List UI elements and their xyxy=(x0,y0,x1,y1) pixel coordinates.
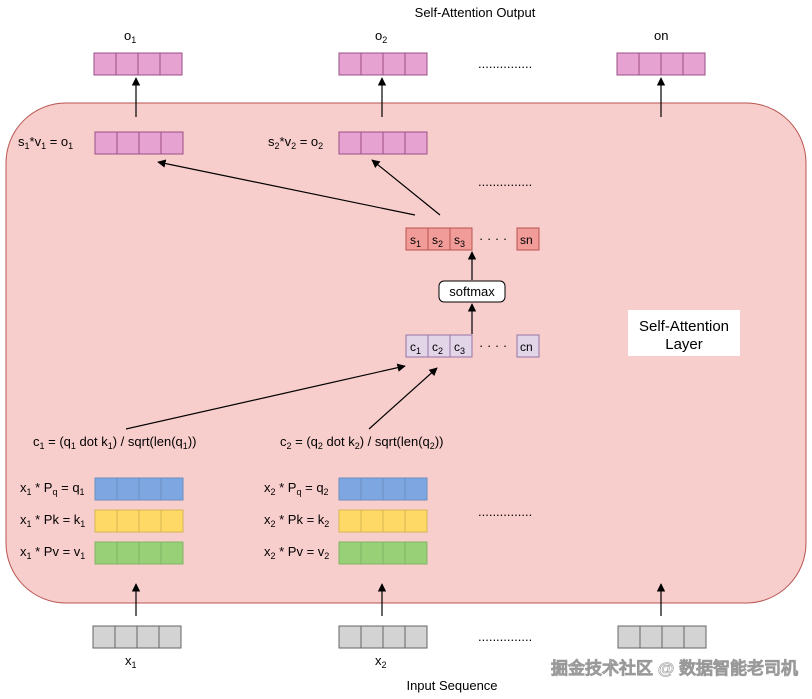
c-cell-2: c2 xyxy=(432,340,443,356)
arrow-s-to-o1 xyxy=(157,159,416,216)
output-vector-on xyxy=(616,52,706,76)
input-label-x2: x2 xyxy=(375,653,387,670)
layer-label-line1: Self-Attention xyxy=(639,318,729,335)
inner-dots-bottom: ............... xyxy=(478,504,532,519)
proj-eq-x1-q: x1 * Pq = q1 xyxy=(20,480,85,497)
key-vector-1 xyxy=(94,509,184,533)
score-cell-s1: s1 xyxy=(410,233,421,249)
value-vector-2 xyxy=(338,541,428,565)
output-label-o2: o2 xyxy=(375,28,387,45)
score-cells-dots: · · · · xyxy=(479,231,507,246)
output-dots: ............... xyxy=(478,56,532,71)
softmax-label: softmax xyxy=(449,284,495,299)
diagram-title: Self-Attention Output xyxy=(415,5,536,20)
input-dots: ............... xyxy=(478,629,532,644)
c-cells-dots: · · · · xyxy=(479,338,507,353)
value-vector-1 xyxy=(94,541,184,565)
output-vector-o1 xyxy=(93,52,183,76)
query-vector-2 xyxy=(338,477,428,501)
score-cell-s2: s2 xyxy=(432,233,443,249)
softmax-score-cells xyxy=(405,227,540,251)
inner-dots-top: ............... xyxy=(478,174,532,189)
proj-eq-x1-k: x1 * Pk = k1 xyxy=(20,512,85,529)
proj-eq-x1-v: x1 * Pv = v1 xyxy=(20,544,85,561)
key-vector-2 xyxy=(338,509,428,533)
arrow-c1-eq xyxy=(125,363,406,430)
output-vector-o2 xyxy=(338,52,428,76)
softmax-box xyxy=(438,280,506,303)
watermark: 掘金技术社区 @ 数据智能老司机 xyxy=(551,658,798,678)
output-eq-2: s2*v2 = o2 xyxy=(268,134,323,151)
score-cell-sn: sn xyxy=(520,233,533,247)
query-vector-1 xyxy=(94,477,184,501)
diagram-footer: Input Sequence xyxy=(406,678,497,693)
layer-label-line2: Layer xyxy=(665,336,703,353)
output-vector-o1-inner xyxy=(94,131,184,155)
c-cell-1: c1 xyxy=(410,340,421,356)
arrow-s-to-o2 xyxy=(371,159,441,216)
output-eq-1: s1*v1 = o1 xyxy=(18,134,73,151)
layer-label-box xyxy=(628,310,740,356)
c-cells xyxy=(405,334,540,358)
proj-eq-x2-v: x2 * Pv = v2 xyxy=(264,544,329,561)
score-eq-2: c2 = (q2 dot k2) / sqrt(len(q2)) xyxy=(280,434,443,451)
input-vector-x2 xyxy=(338,625,428,649)
score-eq-1: c1 = (q1 dot k1) / sqrt(len(q1)) xyxy=(33,434,196,451)
score-cell-s3: s3 xyxy=(454,233,465,249)
output-vector-o2-inner xyxy=(338,131,428,155)
output-label-on: on xyxy=(654,28,668,43)
output-label-o1: o1 xyxy=(124,28,136,45)
input-vector-xn xyxy=(617,625,707,649)
input-vector-x1 xyxy=(92,625,182,649)
c-cell-3: c3 xyxy=(454,340,465,356)
arrow-c2-eq xyxy=(368,367,438,430)
c-cell-n: cn xyxy=(520,340,533,354)
proj-eq-x2-q: x2 * Pq = q2 xyxy=(264,480,329,497)
proj-eq-x2-k: x2 * Pk = k2 xyxy=(264,512,329,529)
input-label-x1: x1 xyxy=(125,653,137,670)
